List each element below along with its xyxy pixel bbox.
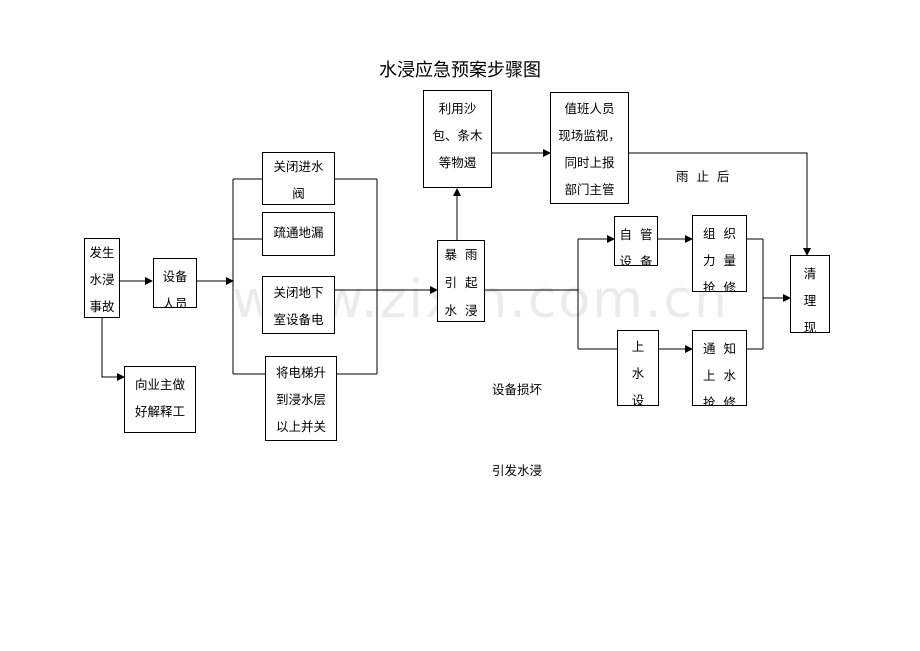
node-elevator-line: 将电梯升 xyxy=(275,365,326,380)
node-notify-water-repair-line: 抢 修 xyxy=(703,395,736,406)
node-accident-line: 事故 xyxy=(89,299,115,314)
node-self-management-line: 设 备 xyxy=(619,254,653,266)
node-elevator-line: 到浸水层 xyxy=(275,392,326,407)
node-notify-owner: 向业主做 好解释工 xyxy=(124,366,196,433)
node-accident-line: 水浸 xyxy=(89,272,115,287)
node-close-basement: 关闭地下 室设备电 xyxy=(262,276,335,334)
node-notify-owner-line: 向业主做 xyxy=(134,377,185,392)
node-rainstorm-line: 暴 雨 xyxy=(444,247,478,262)
node-cleanup-line: 理 xyxy=(803,293,817,308)
node-duty-staff-line: 同时上报 xyxy=(564,155,615,170)
node-drain-line: 疏通地漏 xyxy=(273,225,324,240)
node-equipment-staff-line: 人员 xyxy=(162,296,188,308)
node-organize-repair: 组 织 力 量 抢 修 xyxy=(692,215,747,292)
node-close-inlet-line: 阀 xyxy=(292,186,305,201)
node-elevator: 将电梯升 到浸水层 以上并关 xyxy=(265,356,337,441)
node-notify-owner-line: 好解释工 xyxy=(134,404,185,419)
node-upstream-line: 设 xyxy=(631,393,645,406)
node-notify-water-repair-line: 上 水 xyxy=(703,368,736,383)
node-sandbags-line: 包、条木 xyxy=(432,128,483,143)
node-sandbags-line: 等物遏 xyxy=(438,155,477,170)
node-upstream-line: 水 xyxy=(631,366,645,381)
node-rainstorm-line: 水 浸 xyxy=(444,303,478,318)
node-sandbags-line: 利用沙 xyxy=(438,101,477,116)
node-close-basement-line: 关闭地下 xyxy=(273,285,324,300)
node-cleanup: 清 理 现 xyxy=(790,255,830,333)
label-equipment-damage-line: 引发水浸 xyxy=(492,463,543,478)
node-duty-staff-line: 现场监视， xyxy=(558,128,621,143)
label-after-rain: 雨 止 后 xyxy=(676,169,730,184)
node-cleanup-line: 清 xyxy=(803,266,817,281)
node-close-basement-line: 室设备电 xyxy=(273,312,324,327)
node-organize-repair-line: 力 量 xyxy=(703,253,736,268)
node-sandbags: 利用沙 包、条木 等物遏 xyxy=(423,90,492,188)
node-close-inlet-line: 关闭进水 xyxy=(273,159,324,174)
node-self-management: 自 管 设 备 xyxy=(614,216,658,266)
node-duty-staff: 值班人员 现场监视， 同时上报 部门主管 xyxy=(550,92,629,204)
node-notify-water-repair-line: 通 知 xyxy=(703,341,736,356)
label-equipment-damage: 设备损坏 引发水浸 xyxy=(492,322,542,511)
node-notify-water-repair: 通 知 上 水 抢 修 xyxy=(692,330,747,406)
node-rainstorm: 暴 雨 引 起 水 浸 xyxy=(437,240,485,322)
node-elevator-line: 以上并关 xyxy=(275,419,326,434)
node-accident: 发生 水浸 事故 xyxy=(84,238,120,318)
node-rainstorm-line: 引 起 xyxy=(444,275,478,290)
page-title: 水浸应急预案步骤图 xyxy=(379,60,541,81)
node-upstream-line: 上 xyxy=(631,339,645,354)
node-duty-staff-line: 部门主管 xyxy=(564,182,615,197)
label-equipment-damage-line: 设备损坏 xyxy=(492,382,543,397)
node-close-inlet: 关闭进水 阀 xyxy=(262,152,335,205)
node-drain: 疏通地漏 xyxy=(262,212,335,256)
node-cleanup-line: 现 xyxy=(803,320,817,333)
node-equipment-staff-line: 设备 xyxy=(162,269,188,284)
node-equipment-staff: 设备 人员 xyxy=(153,258,197,308)
node-organize-repair-line: 抢 修 xyxy=(703,280,736,292)
node-upstream: 上 水 设 xyxy=(617,330,659,406)
node-self-management-line: 自 管 xyxy=(619,227,653,242)
node-duty-staff-line: 值班人员 xyxy=(564,101,615,116)
node-accident-line: 发生 xyxy=(89,245,115,260)
node-organize-repair-line: 组 织 xyxy=(703,226,736,241)
